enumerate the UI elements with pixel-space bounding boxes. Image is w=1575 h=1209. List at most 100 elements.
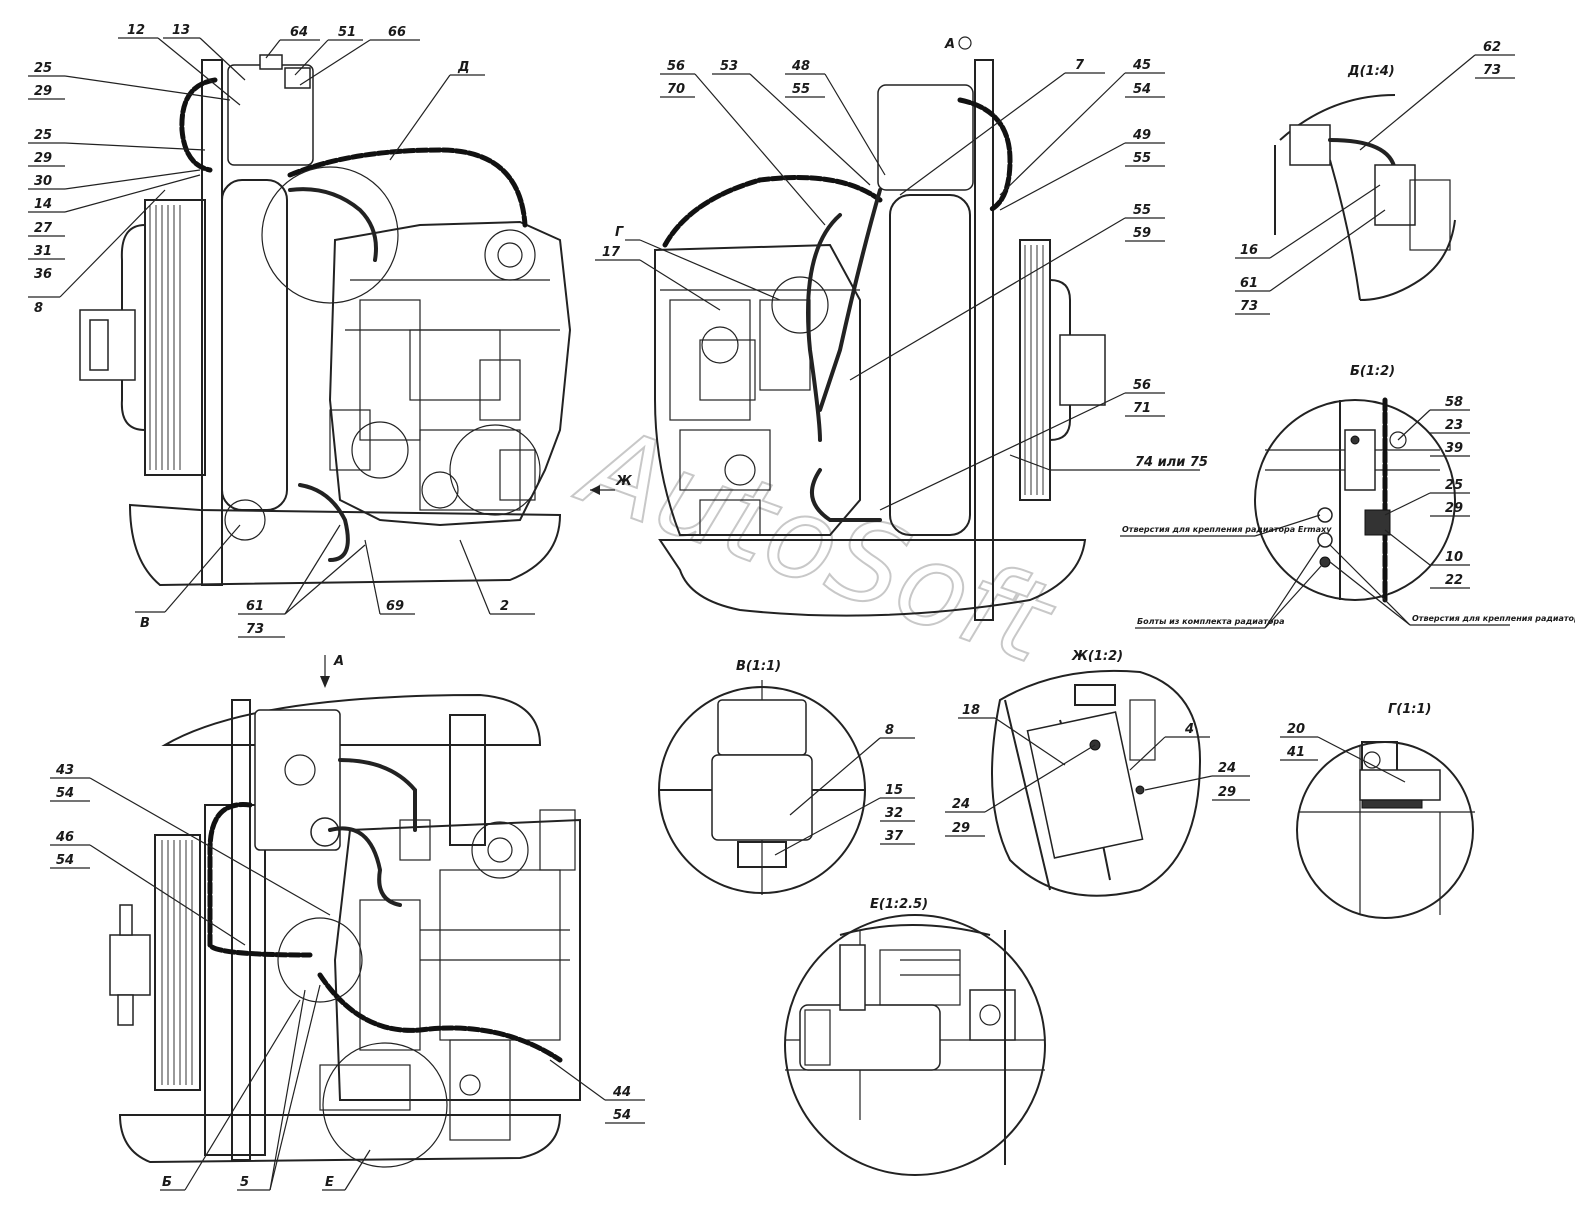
callout-label: 29: [1218, 785, 1236, 800]
callout-label: 61: [1240, 276, 1258, 291]
callout-label: 10: [1445, 550, 1463, 565]
callout-label: 71: [1133, 401, 1151, 416]
callout-label: 2: [500, 599, 509, 614]
callout-label: 55: [1133, 203, 1151, 218]
callout-label: 61: [246, 599, 264, 614]
view-title: Г(1:1): [1388, 702, 1431, 717]
callout-label: 59: [1133, 226, 1151, 241]
callout-label: 56: [667, 59, 685, 74]
callout-label: 54: [56, 786, 74, 801]
view-title: А: [333, 654, 344, 669]
callout-label: 64: [290, 25, 308, 40]
callout-label: 70: [667, 82, 685, 97]
callout-label: 24: [1218, 761, 1236, 776]
callout-label: 27: [34, 221, 53, 236]
view-title: Б(1:2): [1350, 364, 1395, 379]
annotation-note: Болты из комплекта радиатора: [1137, 617, 1285, 626]
callout-label: 23: [1445, 418, 1463, 433]
callout-label: В: [140, 616, 150, 631]
callout-label: Б: [162, 1175, 172, 1190]
callout-label: 73: [1240, 299, 1258, 314]
callout-label: 58: [1445, 395, 1463, 410]
callout-label: 69: [386, 599, 404, 614]
callout-label: 44: [612, 1085, 631, 1100]
callout-label: 74 или 75: [1135, 455, 1208, 470]
callout-label: 14: [34, 197, 52, 212]
view-title: Ж(1:2): [1071, 649, 1123, 664]
callout-label: 73: [1483, 63, 1501, 78]
view-title: А: [944, 37, 955, 52]
callout-label: 62: [1483, 40, 1501, 55]
callout-label: 25: [34, 61, 52, 76]
annotation-note: Отверстия для крепления радиатора Orland…: [1412, 614, 1575, 623]
callout-label: 4: [1184, 722, 1194, 737]
callout-label: Ж: [615, 474, 633, 489]
callout-label: 51: [338, 25, 356, 40]
callouts-bottom-left: А 43 54 46 54 44 54 Б 5 Е: [55, 654, 631, 1190]
callout-label: 29: [34, 84, 52, 99]
leaders-bottom-left: [50, 777, 645, 1191]
callout-label: 20: [1287, 722, 1305, 737]
callout-label: 55: [792, 82, 810, 97]
callout-label: Г: [615, 225, 624, 240]
callout-label: 32: [885, 806, 903, 821]
view-title: Е(1:2.5): [870, 897, 928, 912]
view-top-center: [654, 36, 1106, 621]
callout-label: 30: [34, 174, 52, 189]
callout-label: 8: [885, 723, 894, 738]
leaders-top-left: [28, 37, 535, 638]
detail-b: Б(1:2) 58 23 39 25 29 10 22 Отверстия дл…: [1120, 364, 1575, 629]
callouts-top-left: 12 13 64 51 66 25 29 25 29 30 14 27 31 3…: [34, 23, 633, 637]
detail-e: Е(1:2.5): [784, 897, 1046, 1176]
callout-label: 36: [34, 267, 52, 282]
callout-label: 43: [55, 763, 74, 778]
callout-label: 25: [1445, 478, 1463, 493]
detail-g: Г(1:1) 20 41: [1280, 702, 1475, 919]
callout-label: 29: [34, 151, 52, 166]
callout-label: 25: [34, 128, 52, 143]
callout-label: 55: [1133, 151, 1151, 166]
callout-label: 41: [1286, 745, 1305, 760]
callout-label: 7: [1075, 58, 1085, 73]
leaders-top-center: [595, 72, 1200, 511]
callouts-top-center: А 56 70 53 48 55 7 45 54 49 55 Г 17 55 5…: [602, 37, 1208, 470]
watermark: AutoSoft: [563, 400, 1071, 691]
detail-zh: Ж(1:2) 18 4 24 29 24 29: [945, 649, 1250, 897]
callout-label: 73: [246, 622, 264, 637]
callout-label: Д: [457, 60, 470, 75]
detail-d: Д(1:4) 62 73 16 61 73: [1235, 40, 1515, 315]
callout-label: 5: [240, 1175, 249, 1190]
view-title: Д(1:4): [1347, 64, 1395, 79]
callout-label: 45: [1132, 58, 1151, 73]
detail-v: В(1:1) 8 15 32 37: [658, 659, 915, 895]
callout-label: 29: [1445, 501, 1463, 516]
annotation-note: Отверстия для крепления радиатора Ermaxy: [1122, 525, 1332, 534]
callout-label: 22: [1445, 573, 1463, 588]
callout-label: 29: [952, 821, 970, 836]
callout-label: 54: [56, 853, 74, 868]
callout-label: 31: [34, 244, 52, 259]
callout-label: 24: [952, 797, 970, 812]
callout-label: 18: [962, 703, 980, 718]
callout-label: 12: [127, 23, 145, 38]
view-title: В(1:1): [736, 659, 781, 674]
callout-label: 48: [791, 59, 810, 74]
callout-label: 66: [388, 25, 406, 40]
callout-label: 54: [613, 1108, 631, 1123]
callout-label: 53: [720, 59, 738, 74]
view-top-left: [79, 54, 615, 587]
callout-label: 56: [1133, 378, 1151, 393]
callout-label: 39: [1445, 441, 1463, 456]
callout-label: 16: [1240, 243, 1258, 258]
callout-label: 37: [885, 829, 904, 844]
callout-label: 49: [1132, 128, 1151, 143]
callout-label: 46: [55, 830, 74, 845]
callout-label: Е: [325, 1175, 334, 1190]
callout-label: 54: [1133, 82, 1151, 97]
callout-label: 13: [172, 23, 190, 38]
view-bottom-left: [109, 655, 581, 1168]
callout-label: 15: [885, 783, 903, 798]
callout-label: 8: [34, 301, 43, 316]
